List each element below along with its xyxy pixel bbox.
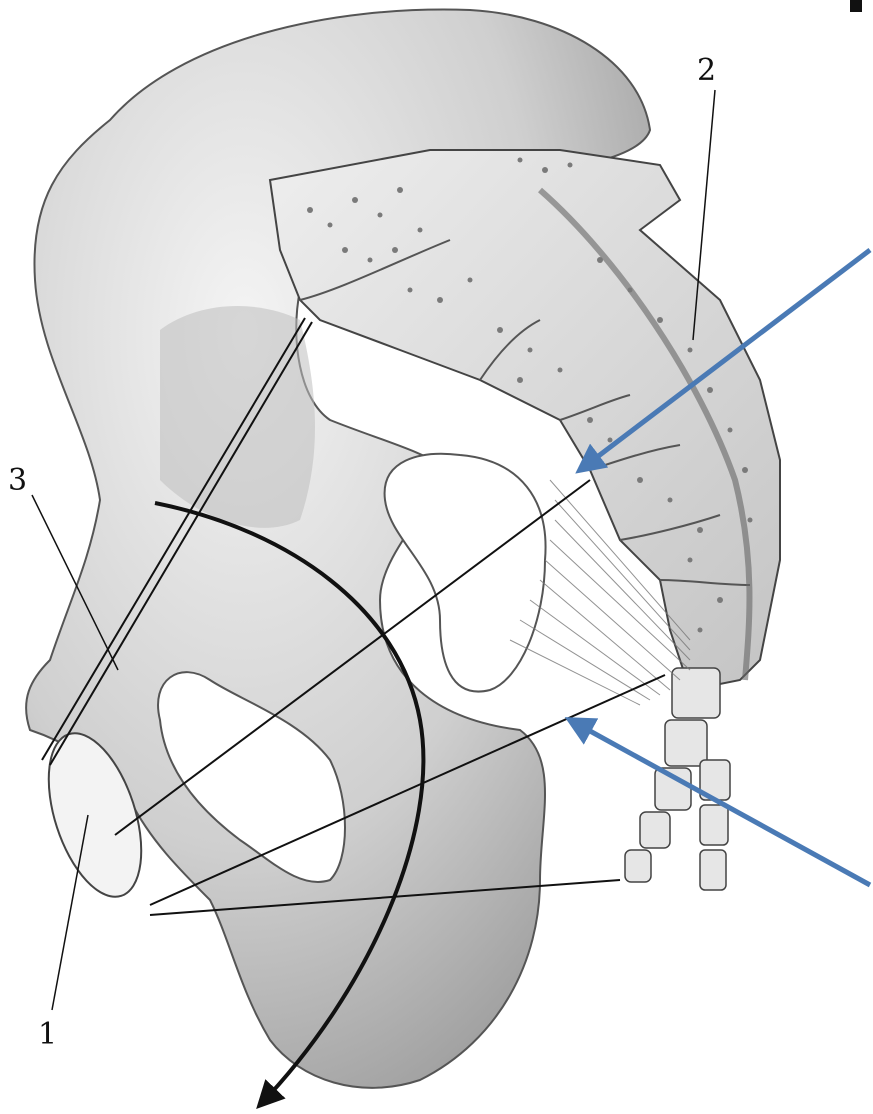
corner-mark — [850, 0, 862, 12]
label-2: 2 — [697, 53, 716, 88]
label-1: 1 — [38, 1017, 57, 1052]
label-3: 3 — [8, 463, 27, 498]
